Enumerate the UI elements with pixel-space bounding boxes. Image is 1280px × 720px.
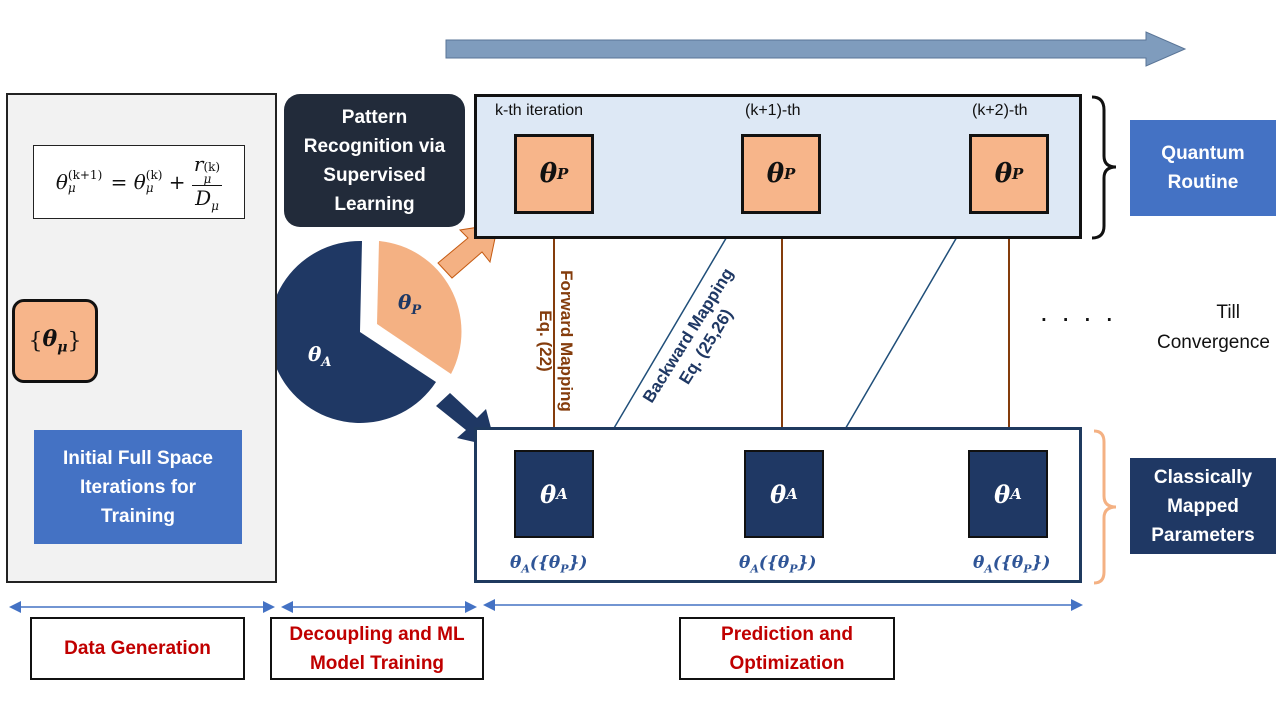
pie-theta-p-label: θP	[398, 290, 422, 318]
formula-den: D	[195, 185, 212, 210]
iteration-label-k2: (k+2)-th	[972, 102, 1028, 119]
theta-mu-symbol: θ	[42, 326, 58, 353]
backward-arrow-1	[593, 215, 740, 463]
till-convergence-label: Till Convergence	[1156, 302, 1270, 353]
formula-t1-sub: μ	[145, 181, 154, 195]
backward-arrow-2	[825, 215, 970, 463]
formula-t1-sup: (k)	[145, 168, 163, 182]
stage-prediction: Prediction and Optimization	[679, 617, 895, 680]
theta-mu-open: {	[28, 328, 43, 354]
pie-chart	[268, 240, 462, 423]
classically-mapped-label: Classically Mapped Parameters	[1151, 466, 1255, 546]
func-label-k1: θA({θP})	[739, 553, 817, 576]
theta-mu-sub: μ	[57, 339, 68, 356]
brace-classical	[1093, 429, 1117, 585]
func-label-k: θA({θP})	[510, 553, 588, 576]
pie-theta-a-label: θA	[308, 342, 332, 370]
func-label-k2: θA({θP})	[973, 553, 1051, 576]
quantum-routine-label: Quantum Routine	[1161, 143, 1245, 193]
pattern-recognition-label: Pattern Recognition via Supervised Learn…	[303, 106, 446, 215]
continuation-dots: ....	[1040, 296, 1128, 327]
formula-lhs-sub: μ	[67, 181, 76, 195]
theta-mu-close: }	[67, 328, 82, 354]
formula-num: r	[193, 151, 204, 176]
formula-t1: θ	[133, 170, 146, 194]
initial-iterations-box: Initial Full Space Iterations for Traini…	[34, 430, 242, 544]
progress-arrow	[445, 31, 1187, 67]
classically-mapped-box: Classically Mapped Parameters	[1130, 458, 1276, 554]
forward-mapping-label: Forward Mapping Eq. (22)	[536, 270, 576, 412]
stage-decoupling: Decoupling and ML Model Training	[270, 617, 484, 680]
formula-num-sub: μ	[203, 171, 212, 186]
stage-data-generation: Data Generation	[30, 617, 245, 680]
initial-iterations-label: Initial Full Space Iterations for Traini…	[63, 447, 213, 527]
pattern-recognition-box: Pattern Recognition via Supervised Learn…	[284, 94, 465, 227]
iteration-label-k1: (k+1)-th	[745, 102, 801, 119]
formula-den-sub: μ	[211, 198, 219, 213]
brace-quantum	[1091, 95, 1117, 240]
iteration-label-k: k-th iteration	[495, 102, 584, 119]
theta-mu-box: {θμ}	[12, 299, 98, 383]
quantum-routine-box: Quantum Routine	[1130, 120, 1276, 216]
formula-lhs-sup: (k+1)	[67, 168, 103, 182]
formula-eq: =	[104, 170, 134, 194]
formula-lhs: θ	[55, 170, 68, 194]
formula-num-sup: (k)	[203, 159, 221, 174]
formula-plus: +	[162, 170, 192, 194]
